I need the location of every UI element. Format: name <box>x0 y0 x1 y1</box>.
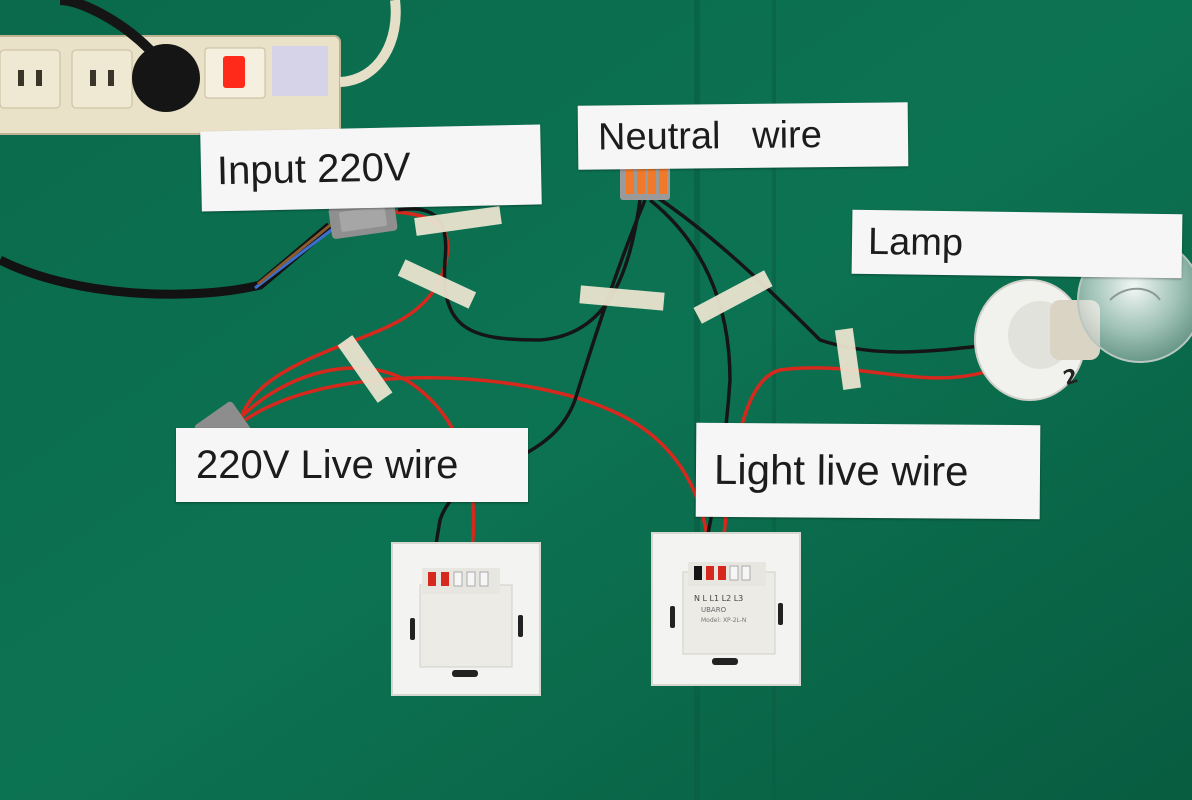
input-connector <box>328 199 398 239</box>
switch-right: N L L1 L2 L3 UBARO Model: XP-2L-N <box>651 532 801 686</box>
plug <box>132 44 200 112</box>
neutral-connector <box>620 162 670 200</box>
surface-seam <box>694 0 700 800</box>
label-neutral-wire: Neutral wire <box>577 102 909 170</box>
switch-left <box>391 542 541 696</box>
input-cable <box>0 222 333 299</box>
power-switch-indicator <box>223 56 245 88</box>
surface-seam <box>772 0 776 800</box>
label-light-live-wire: Light live wire <box>695 422 1041 520</box>
switch-brand: UBARO <box>701 606 727 614</box>
plug-cable <box>59 0 154 54</box>
label-220v-live-wire: 220V Live wire <box>176 428 528 502</box>
terminal-labels: N L L1 L2 L3 <box>694 594 743 603</box>
power-strip <box>0 35 341 135</box>
switch-model: Model: XP-2L-N <box>701 617 746 624</box>
power-strip-cable <box>339 0 401 87</box>
label-lamp: Lamp <box>851 209 1183 279</box>
label-input-220v: Input 220V <box>200 124 542 212</box>
tape-strips <box>337 206 862 403</box>
